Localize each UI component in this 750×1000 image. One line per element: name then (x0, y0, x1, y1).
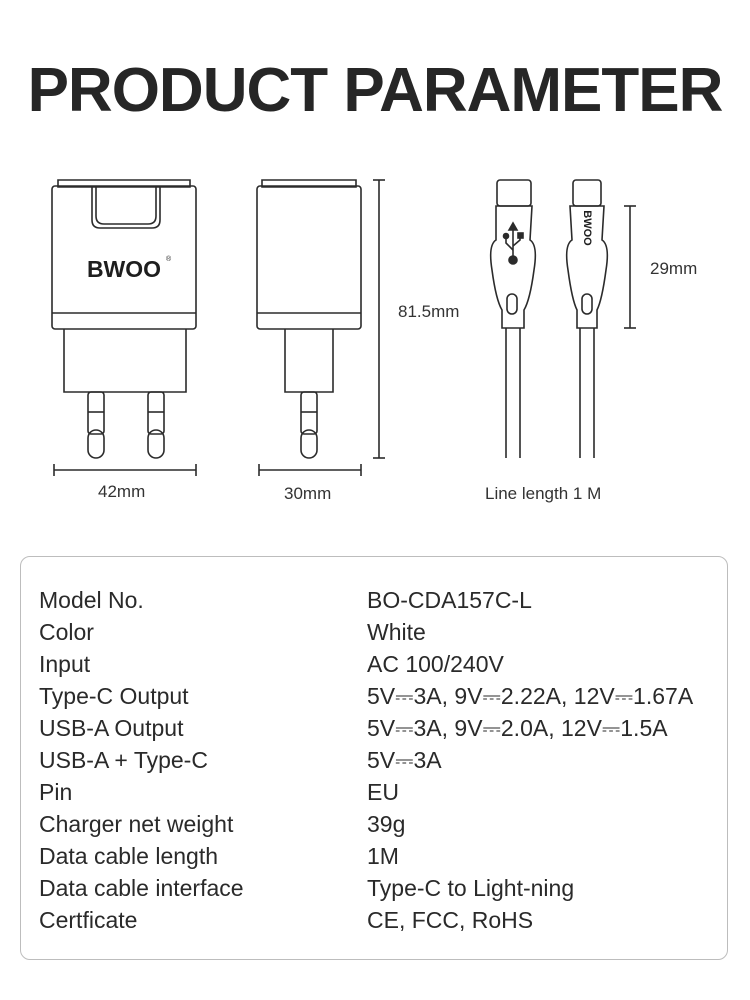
param-label: USB-A Output (39, 715, 184, 741)
lightning-connector (565, 179, 609, 458)
param-value: White (367, 619, 426, 645)
product-dimension-drawing: BWOO ® BWOO (51, 179, 636, 476)
param-label: USB-A + Type-C (39, 747, 208, 773)
line-length-label: Line length 1 M (485, 484, 602, 503)
type-c-connector (489, 179, 537, 458)
param-label: Data cable interface (39, 875, 244, 901)
param-label: Charger net weight (39, 811, 234, 837)
charger-side-view (256, 179, 362, 459)
param-label: Pin (39, 779, 73, 805)
plug-length-label: 29mm (650, 259, 698, 278)
param-value: 5V⎓3A, 9V⎓2.0A, 12V⎓1.5A (367, 715, 668, 741)
param-value: Type-C to Light-ning (367, 875, 575, 901)
usb-symbol-icon (502, 221, 524, 265)
table-row: Pin EU (39, 776, 719, 808)
height-label: 81.5mm (398, 302, 460, 321)
param-value: 5V⎓3A, 9V⎓2.22A, 12V⎓1.67A (367, 683, 694, 709)
param-value: 5V⎓3A (367, 747, 442, 773)
table-row: Data cable interface Type-C to Light-nin… (39, 872, 719, 904)
table-row: Model No. BO-CDA157C-L (39, 584, 719, 616)
param-label: Input (39, 651, 91, 677)
param-value: CE, FCC, RoHS (367, 907, 534, 933)
table-row: USB-A + Type-C 5V⎓3A (39, 744, 719, 776)
width-label: 42mm (98, 482, 146, 501)
brand-logo: BWOO (87, 256, 161, 282)
param-value: 39g (367, 811, 406, 837)
svg-text:®: ® (166, 255, 172, 263)
param-label: Data cable length (39, 843, 219, 869)
brand-logo-vertical: BWOO (581, 210, 593, 246)
param-label: Type-C Output (39, 683, 189, 709)
param-label: Certficate (39, 907, 138, 933)
param-value: 1M (367, 843, 399, 869)
param-label: Model No. (39, 587, 144, 613)
table-row: Certficate CE, FCC, RoHS (39, 904, 719, 936)
table-row: Color White (39, 616, 719, 648)
table-row: Data cable length 1M (39, 840, 719, 872)
parameter-table: Model No. BO-CDA157C-L Color White Input… (20, 556, 728, 960)
charger-front-view (51, 179, 197, 459)
table-row: Type-C Output 5V⎓3A, 9V⎓2.22A, 12V⎓1.67A (39, 680, 719, 712)
param-value: AC 100/240V (367, 651, 504, 677)
table-row: USB-A Output 5V⎓3A, 9V⎓2.0A, 12V⎓1.5A (39, 712, 719, 744)
dimension-lines (53, 179, 636, 476)
param-value: BO-CDA157C-L (367, 587, 532, 613)
param-value: EU (367, 779, 399, 805)
table-row: Charger net weight 39g (39, 808, 719, 840)
table-row: Input AC 100/240V (39, 648, 719, 680)
depth-label: 30mm (284, 484, 332, 503)
param-label: Color (39, 619, 94, 645)
page-title: PRODUCT PARAMETER (27, 56, 724, 125)
